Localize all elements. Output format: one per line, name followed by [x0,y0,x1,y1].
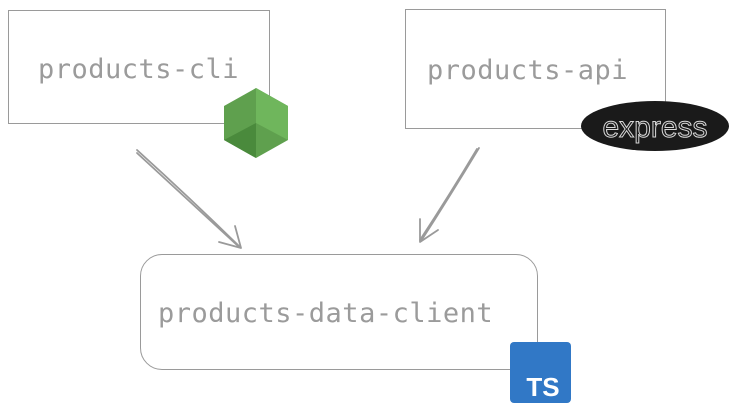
express-badge-text: express [602,111,707,144]
nodejs-hexagon-icon [224,88,288,158]
typescript-badge: TS [510,342,571,403]
node-label-products-data-client: products-data-client [158,298,494,329]
typescript-badge-text: TS [526,372,559,402]
arrow-api-to-client [419,147,480,243]
express-badge: express [581,101,729,151]
node-label-products-cli: products-cli [38,54,240,85]
node-label-products-api: products-api [427,55,629,86]
arrow-cli-to-client [136,149,242,249]
node-products-data-client [140,254,538,370]
